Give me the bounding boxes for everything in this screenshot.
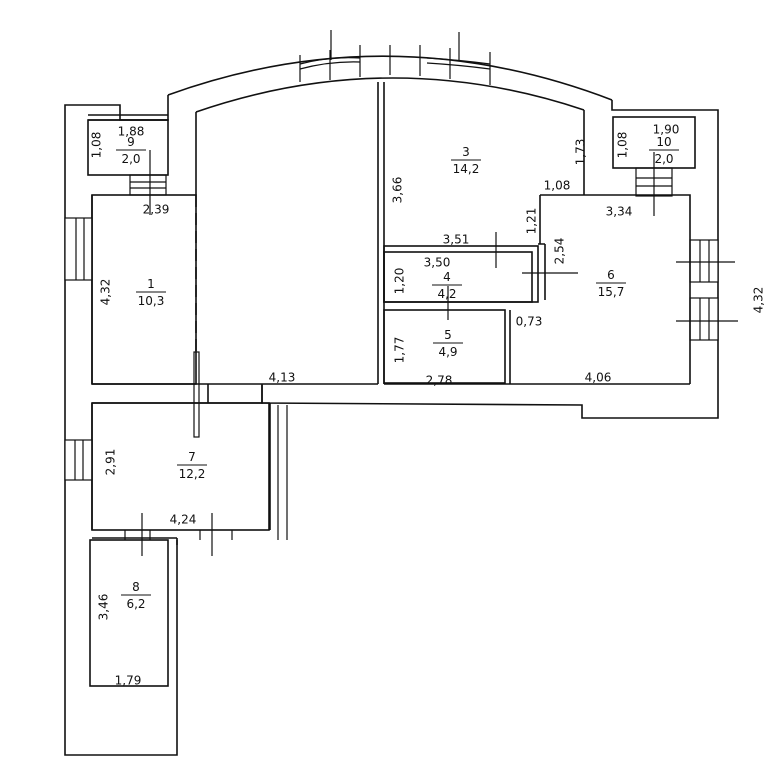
dimension-label: 3,66 — [391, 177, 405, 204]
dimension-label: 2,78 — [426, 374, 453, 388]
room-label-6: 615,7 — [596, 268, 626, 299]
room-number: 8 — [132, 580, 140, 594]
dimension-label: 4,32 — [752, 287, 766, 314]
room-labels: 110,3314,244,254,9615,7712,286,292,0102,… — [116, 135, 679, 611]
room-area: 4,9 — [438, 345, 457, 359]
room-area: 4,2 — [437, 287, 456, 301]
left-windows — [64, 217, 93, 481]
right-rooms — [377, 82, 691, 385]
top-windows — [299, 30, 491, 85]
room-number: 5 — [444, 328, 452, 342]
dimension-label: 3,51 — [443, 233, 470, 247]
dimension-label: 1,88 — [118, 125, 145, 139]
room-number: 10 — [656, 135, 671, 149]
room-label-7: 712,2 — [177, 450, 207, 481]
dimension-labels: 1,881,082,394,324,133,661,731,081,213,51… — [90, 123, 766, 688]
dimension-label: 3,34 — [606, 205, 633, 219]
room-area: 14,2 — [453, 162, 480, 176]
room-number: 7 — [188, 450, 196, 464]
room-number: 1 — [147, 277, 155, 291]
dimension-label: 1,77 — [393, 337, 407, 364]
room-area: 12,2 — [179, 467, 206, 481]
dimension-label: 3,50 — [424, 256, 451, 270]
dimension-label: 4,24 — [170, 513, 197, 527]
dimension-label: 2,91 — [104, 449, 118, 476]
outer-walls — [64, 55, 719, 756]
dimension-label: 1,08 — [90, 132, 104, 159]
room-label-9: 92,0 — [116, 135, 146, 166]
room-label-1: 110,3 — [136, 277, 166, 308]
dimension-label: 1,08 — [616, 132, 630, 159]
room-number: 4 — [443, 270, 451, 284]
room-number: 6 — [607, 268, 615, 282]
room-label-5: 54,9 — [433, 328, 463, 359]
dimension-label: 2,54 — [553, 238, 567, 265]
dimension-label: 1,08 — [544, 179, 571, 193]
dimension-label: 1,20 — [393, 268, 407, 295]
room-area: 6,2 — [126, 597, 145, 611]
dimension-label: 1,90 — [653, 123, 680, 137]
dimension-label: 0,73 — [516, 315, 543, 329]
room-label-10: 102,0 — [649, 135, 679, 166]
room-label-4: 44,2 — [432, 270, 462, 301]
room-area: 10,3 — [138, 294, 165, 308]
dimension-label: 3,46 — [97, 594, 111, 621]
room-10-balcony — [612, 116, 696, 216]
dimension-label: 1,79 — [115, 674, 142, 688]
room-area: 2,0 — [654, 152, 673, 166]
room-area: 2,0 — [121, 152, 140, 166]
room-number: 9 — [127, 135, 135, 149]
left-rooms — [89, 194, 378, 687]
room-label-3: 314,2 — [451, 145, 481, 176]
dimension-label: 2,39 — [143, 203, 170, 217]
dimension-label: 4,32 — [99, 279, 113, 306]
room-label-8: 86,2 — [121, 580, 151, 611]
room-area: 15,7 — [598, 285, 625, 299]
dimension-label: 1,21 — [525, 208, 539, 235]
dimension-label: 4,06 — [585, 371, 612, 385]
dimension-label: 4,13 — [269, 371, 296, 385]
dimension-label: 1,73 — [574, 139, 588, 166]
room-number: 3 — [462, 145, 470, 159]
right-windows — [676, 239, 738, 341]
